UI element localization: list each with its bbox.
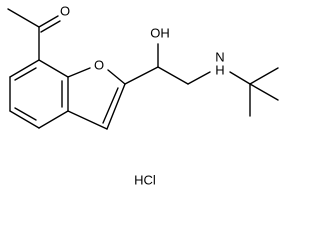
furan-bond-c3-c3a xyxy=(67,110,108,130)
benzene-bond-4 xyxy=(38,110,69,129)
benzene-bond-3 xyxy=(9,110,40,129)
chain-bond-ch2-n xyxy=(187,71,211,85)
amine-nitrogen-label: N xyxy=(215,49,224,64)
furan-bond-o-c2 xyxy=(107,69,126,85)
amine-hydrogen-label: H xyxy=(215,62,224,77)
ring-oxygen-label: O xyxy=(94,57,104,72)
hcl-salt-label: HCl xyxy=(134,172,156,187)
benzene-bond-1-inner xyxy=(14,67,37,81)
hydroxyl-label: OH xyxy=(150,25,170,40)
furan-bond-c7a-o xyxy=(67,67,91,78)
acetyl-methyl-bond xyxy=(7,8,40,28)
tbutyl-bond-left xyxy=(249,83,279,101)
chain-bond-n-cq xyxy=(229,71,251,85)
benzene-bond-6 xyxy=(38,59,69,78)
chain-bond-c2-choh xyxy=(124,66,159,85)
furan-bond-c2-c3 xyxy=(106,83,126,130)
chain-bond-choh-ch2 xyxy=(157,66,189,85)
chemical-structure: O O OH N H HCl xyxy=(7,3,279,187)
benzene-bond-1 xyxy=(9,59,40,78)
furan-bond-c2-c3-inner xyxy=(102,87,119,124)
carbonyl-double-bond-a xyxy=(38,15,59,28)
tbutyl-bond-right xyxy=(249,67,279,85)
benzene-bond-3-inner xyxy=(14,107,37,121)
carbonyl-double-bond-b xyxy=(40,20,61,33)
carbonyl-oxygen-label: O xyxy=(60,3,70,18)
